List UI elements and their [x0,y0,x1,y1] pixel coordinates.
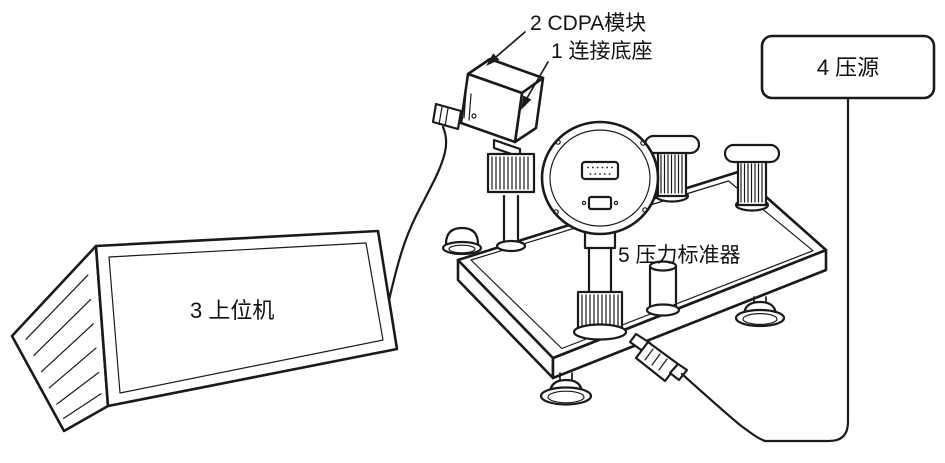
rim-screw [555,139,561,145]
platform-foot-right [734,296,786,328]
leader-module [486,31,526,66]
arrow-head [521,95,532,110]
gauge-inner-ring [549,129,651,227]
rim-screw [640,140,646,146]
knurl-texture [491,156,529,190]
port-screw [581,200,587,206]
base-flange [495,239,527,253]
connector-pins [587,166,613,175]
usb-cable [387,125,448,302]
hose [680,372,767,443]
laptop-screen-bezel [108,242,384,394]
connector-body [634,340,680,383]
label-pressure-source: 4 压源 [817,55,879,80]
reservoir-top [648,260,678,272]
arrow-head [486,53,500,66]
laptop-screen [94,229,399,408]
module-front-face [459,72,524,144]
leader-base [521,61,549,110]
foot-disc [539,386,593,406]
hose-connector [628,332,689,383]
platform-foot-left [441,226,483,256]
foot-dome [444,226,480,246]
hand-valve-right [723,143,781,212]
foot-disc-inner [448,244,476,254]
connector-collar [668,362,689,382]
knurl-texture [660,154,683,194]
cdpa-module [459,57,545,144]
hand-valve-left [643,134,701,203]
gauge-stand [572,230,628,341]
foot-disc-inner [742,313,778,326]
port-screw [613,200,619,206]
base-nut [486,152,536,194]
module-connector [431,102,463,131]
label-pressure-standard: 5 压力标准器 [618,244,741,267]
gauge-port [587,195,613,211]
module-screw [471,113,477,119]
platform-foot-front [539,372,593,406]
label-host-computer: 3 上位机 [190,298,274,323]
label-connection-base: 1 连接底座 [551,40,653,63]
pump-platform [456,170,828,380]
base-nut-assembly [486,138,536,253]
stand-flange [572,323,628,341]
pressure-tube [763,98,850,443]
label-cdpa-module: 2 CDPA模块 [530,12,646,35]
pressure-gauge [540,120,660,236]
reservoir-base [645,303,681,317]
laptop-keyboard-keys [25,274,102,419]
rim-screw [642,207,648,213]
valve-t-handle [643,134,701,155]
knurl-texture [581,294,619,328]
reservoir-port [645,260,681,317]
knurl-texture [740,163,763,203]
valve-t-handle [723,143,781,164]
rim-screw [553,209,559,215]
gauge-connector [580,160,620,181]
foot-disc-inner [547,390,585,404]
foot-disc [734,308,786,328]
knurl-texture [644,348,668,371]
pressure-source-box [760,34,936,100]
laptop [10,229,399,433]
